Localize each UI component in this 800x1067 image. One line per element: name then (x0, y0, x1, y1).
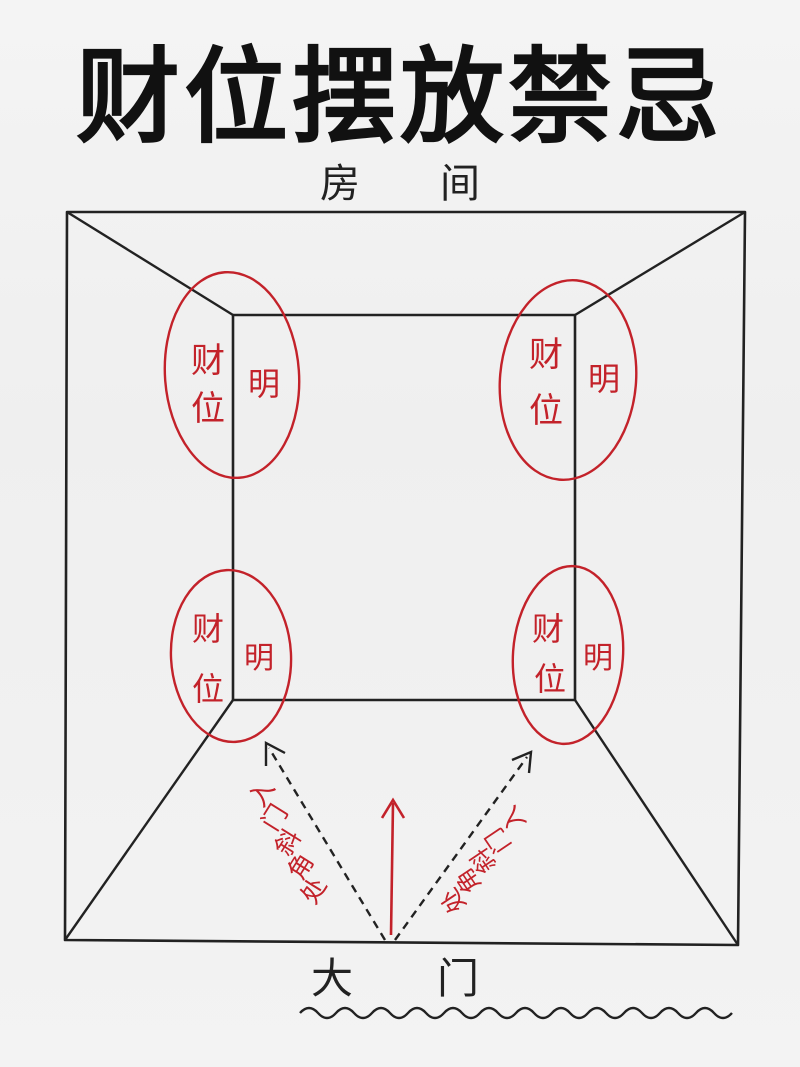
wealth-char-1-tr: 财 (529, 335, 563, 375)
room-label: 房 间 (320, 161, 480, 207)
diagonal-arrowhead-right (511, 750, 533, 774)
corner-line-bottom-right (574, 699, 739, 946)
wealth-zone-top-right (498, 279, 638, 481)
wealth-char-2-br: 位 (534, 660, 566, 698)
corner-line-bottom-left (64, 699, 234, 941)
bright-char-tr: 明 (588, 360, 620, 398)
straight-arrow (389, 802, 395, 936)
diagonal-arrowhead-left (264, 741, 286, 766)
door-wavy-line (299, 1006, 733, 1020)
wealth-char-1-tl: 财 (191, 341, 225, 381)
wealth-char-2-tr: 位 (529, 391, 563, 431)
bright-char-tl: 明 (248, 365, 280, 403)
wealth-zone-top-left (163, 270, 301, 480)
wealth-zone-bottom-right (511, 564, 625, 746)
wealth-char-1-br: 财 (532, 610, 564, 648)
outer-wall-outline (63, 210, 747, 947)
wealth-char-1-bl: 财 (192, 610, 224, 648)
page-title: 财位摆放禁忌 (75, 36, 724, 158)
bright-char-bl: 明 (244, 641, 274, 676)
bright-char-br: 明 (583, 641, 613, 676)
corner-line-top-right (574, 210, 746, 317)
diagonal-arrow-right (394, 756, 528, 941)
wealth-char-2-tl: 位 (191, 389, 225, 429)
straight-arrowhead (380, 797, 406, 819)
corner-line-top-left (66, 210, 234, 317)
back-wall-outline (231, 313, 577, 702)
wealth-char-2-bl: 位 (192, 670, 224, 708)
wealth-zone-bottom-left (169, 568, 293, 744)
door-label: 大 门 (311, 954, 479, 1003)
diagonal-arrow-left (267, 747, 387, 941)
